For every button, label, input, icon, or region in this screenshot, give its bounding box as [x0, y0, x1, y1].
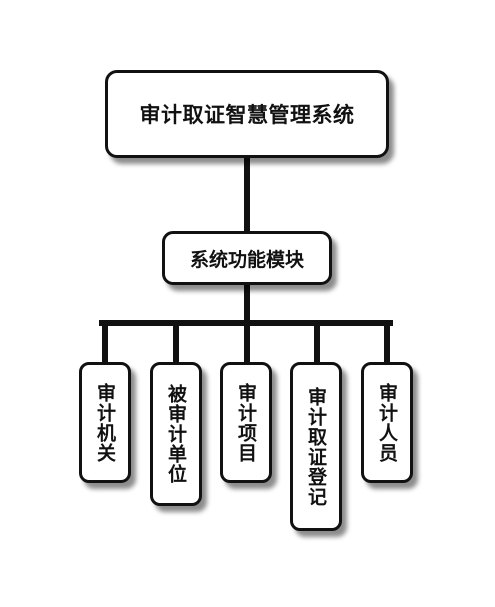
root-node: 审计取证智慧管理系统	[105, 70, 389, 158]
leaf-node-audit-agency: 审计机关	[79, 362, 131, 483]
leaf-node-audit-project: 审计项目	[220, 362, 272, 483]
module-node: 系统功能模块	[162, 231, 332, 285]
leaf-node-evidence-registration: 审计取证登记	[290, 362, 342, 531]
leaf-node-label: 审计取证登记	[305, 386, 327, 507]
module-node-label: 系统功能模块	[189, 248, 304, 271]
root-node-label: 审计取证智慧管理系统	[139, 103, 355, 127]
leaf-node-audit-personnel: 审计人员	[361, 362, 413, 483]
leaf-node-label: 审计人员	[376, 382, 398, 463]
leaf-node-label: 审计机关	[94, 382, 116, 463]
leaf-node-audited-unit: 被审计单位	[150, 362, 202, 506]
leaf-node-label: 审计项目	[235, 382, 257, 463]
leaf-node-label: 被审计单位	[165, 384, 187, 484]
